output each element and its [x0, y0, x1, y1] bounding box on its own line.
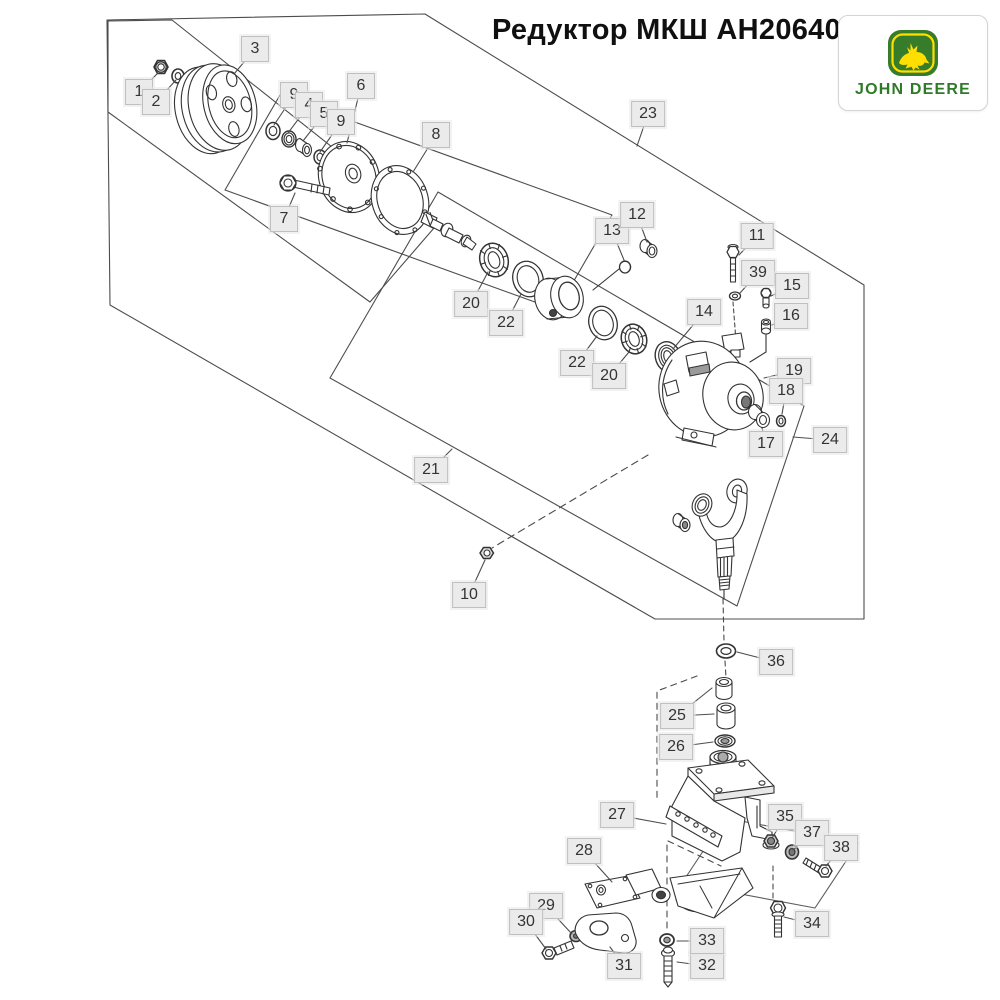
bolt-part — [280, 175, 330, 195]
callout-11[interactable]: 11 — [740, 223, 774, 249]
callout-39[interactable]: 39 — [741, 260, 775, 286]
o-ring-part — [717, 644, 736, 658]
gasket-part — [363, 158, 438, 242]
blade-holder-part — [585, 868, 753, 918]
bolt-part — [803, 858, 832, 877]
callout-17[interactable]: 17 — [749, 431, 783, 457]
flange-nut-part — [763, 835, 779, 849]
mounting-bracket-part — [666, 751, 774, 862]
callout-26[interactable]: 26 — [659, 734, 693, 760]
callout-20a[interactable]: 20 — [454, 291, 488, 317]
callout-10[interactable]: 10 — [452, 582, 486, 608]
callout-22a[interactable]: 22 — [489, 310, 523, 336]
brand-name: JOHN DEERE — [854, 80, 972, 98]
callout-22b[interactable]: 22 — [560, 350, 594, 376]
bushing-small-part — [640, 240, 657, 258]
callout-2[interactable]: 2 — [142, 89, 170, 115]
page-title: Редуктор МКШ АН206402 — [492, 14, 858, 46]
bearing-cone-part — [617, 321, 650, 357]
callout-37[interactable]: 37 — [795, 820, 829, 846]
bolt-part — [542, 941, 574, 959]
callout-18[interactable]: 18 — [769, 378, 803, 404]
bolt-part — [771, 902, 786, 938]
pulley-part — [166, 55, 266, 160]
callout-7[interactable]: 7 — [270, 206, 298, 232]
grease-fitting-part — [761, 288, 771, 308]
callout-24[interactable]: 24 — [813, 427, 847, 453]
dipstick-plug-part — [727, 245, 739, 283]
bushing-part — [749, 405, 770, 428]
thrust-washer-part — [715, 735, 735, 747]
callout-12[interactable]: 12 — [620, 202, 654, 228]
callout-8[interactable]: 8 — [422, 122, 450, 148]
washer-part — [730, 292, 741, 300]
yoke-bushing-part — [673, 514, 690, 532]
yoke-part — [689, 477, 750, 599]
nut-part — [154, 61, 168, 74]
callout-9b[interactable]: 9 — [327, 109, 355, 135]
input-shaft-part — [421, 212, 476, 250]
callout-35[interactable]: 35 — [768, 804, 802, 830]
nut-part — [480, 548, 494, 559]
callout-21[interactable]: 21 — [414, 457, 448, 483]
callout-20b[interactable]: 20 — [592, 363, 626, 389]
callout-36[interactable]: 36 — [759, 649, 793, 675]
washer-part — [660, 934, 674, 946]
callout-4[interactable]: 4 — [295, 92, 323, 118]
callout-14[interactable]: 14 — [687, 299, 721, 325]
callout-32[interactable]: 32 — [690, 953, 724, 979]
john-deere-logo: JOHN DEERE — [838, 15, 988, 111]
callout-28[interactable]: 28 — [567, 838, 601, 864]
callout-3[interactable]: 3 — [241, 36, 269, 62]
callout-29[interactable]: 29 — [529, 893, 563, 919]
washer-stack-parts — [266, 123, 326, 165]
callout-33[interactable]: 33 — [690, 928, 724, 954]
callout-25[interactable]: 25 — [660, 703, 694, 729]
callout-38[interactable]: 38 — [824, 835, 858, 861]
bushing-pair-parts — [716, 678, 735, 730]
clamp-plate-part — [575, 913, 636, 953]
seal-ring-part — [584, 303, 621, 344]
bearing-hub-part — [530, 273, 587, 323]
bolt-part — [662, 947, 675, 987]
callout-30[interactable]: 30 — [509, 909, 543, 935]
callout-34[interactable]: 34 — [795, 911, 829, 937]
callout-31[interactable]: 31 — [607, 953, 641, 979]
deer-emblem-icon — [888, 29, 938, 76]
callout-27[interactable]: 27 — [600, 802, 634, 828]
callout-15[interactable]: 15 — [775, 273, 809, 299]
callout-6[interactable]: 6 — [347, 73, 375, 99]
bearing-cone-part — [475, 240, 512, 281]
o-ring-part — [777, 416, 786, 427]
callout-16[interactable]: 16 — [774, 303, 808, 329]
vent-fitting-part — [750, 319, 771, 362]
callout-23[interactable]: 23 — [631, 101, 665, 127]
cone-point-part — [593, 261, 631, 290]
